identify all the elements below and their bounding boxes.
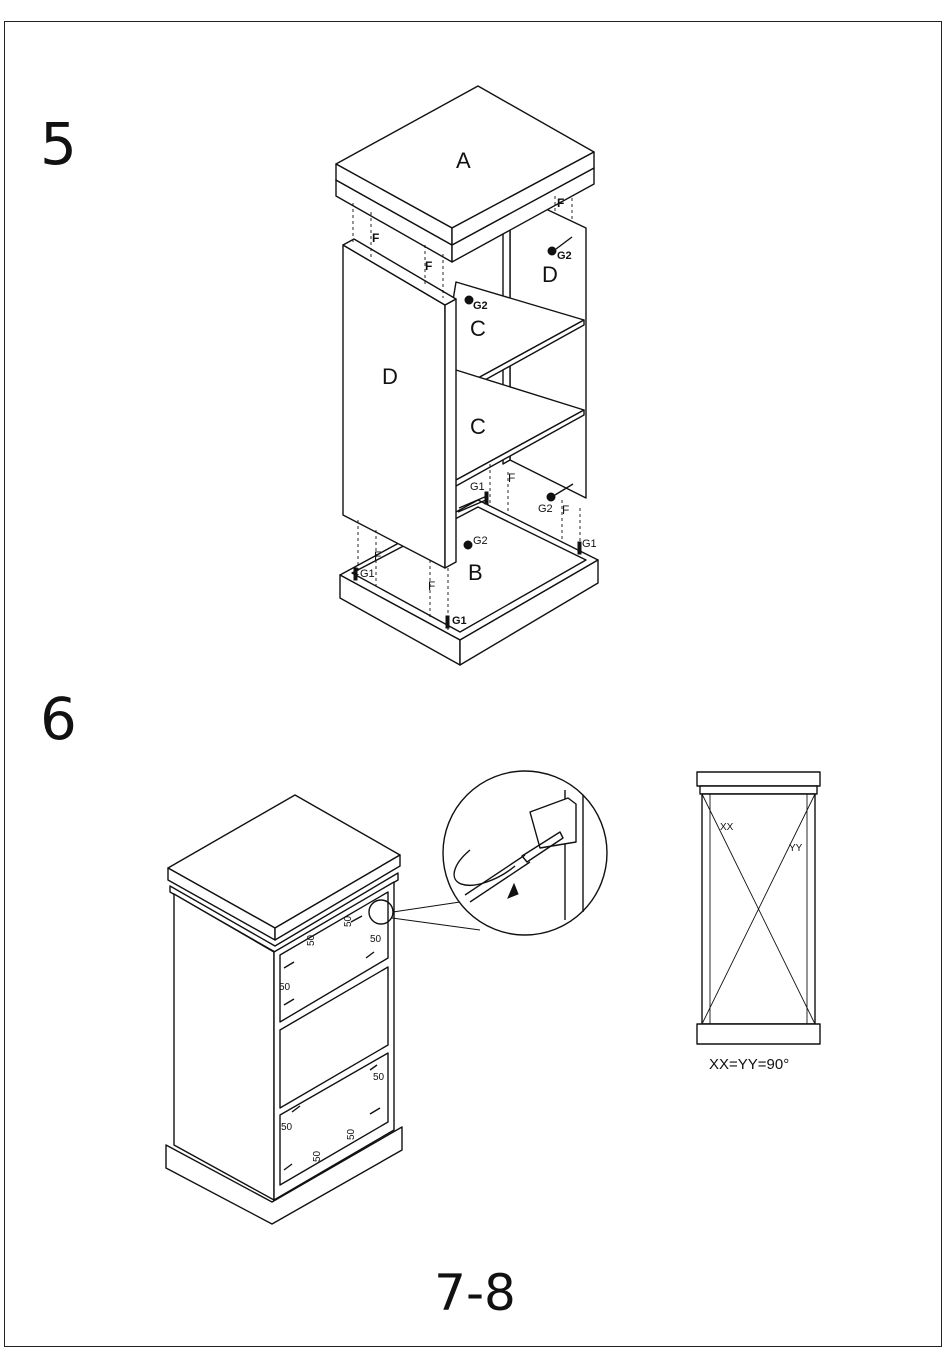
label-dowel-f-4: F bbox=[508, 471, 515, 485]
label-dowel-f-1: F bbox=[372, 231, 379, 245]
label-dowel-f-2: F bbox=[425, 259, 432, 273]
label-cam-g2-4: G2 bbox=[473, 535, 488, 547]
label-panel-d-left: D bbox=[382, 364, 398, 389]
screw-size-2: 50 bbox=[306, 934, 317, 946]
label-cam-g2-3: G2 bbox=[538, 503, 553, 515]
side-panel-d-left bbox=[343, 239, 456, 568]
label-bolt-g1-2: G1 bbox=[582, 538, 597, 550]
label-bolt-g1-1: G1 bbox=[470, 481, 485, 493]
diag-label-yy: YY bbox=[789, 843, 803, 854]
screw-size-7: 50 bbox=[346, 1128, 357, 1140]
label-panel-c-lower: C bbox=[470, 414, 486, 439]
label-cam-g2-1: G2 bbox=[473, 300, 488, 312]
screw-size-3: 50 bbox=[370, 934, 382, 945]
square-check-diagram: XX YY XX=YY=90° bbox=[697, 772, 820, 1073]
step5-exploded-view: A D D C C B F F F F F F F G2 G2 G2 G2 G1… bbox=[336, 86, 598, 665]
label-dowel-f-6: F bbox=[428, 579, 435, 593]
screw-size-6: 50 bbox=[281, 1122, 293, 1133]
screw-size-1: 50 bbox=[343, 915, 354, 927]
label-panel-a: A bbox=[456, 148, 471, 173]
screw-size-4: 50 bbox=[279, 982, 291, 993]
label-dowel-f-5: F bbox=[562, 503, 569, 517]
step6-assembled-view: 50 50 50 50 50 50 50 50 bbox=[166, 771, 820, 1224]
label-dowel-f-7: F bbox=[374, 549, 381, 563]
screw-size-5: 50 bbox=[373, 1072, 385, 1083]
label-panel-c-upper: C bbox=[470, 316, 486, 341]
label-panel-d-right: D bbox=[542, 262, 558, 287]
label-cam-g2-2: G2 bbox=[557, 250, 572, 262]
square-formula: XX=YY=90° bbox=[709, 1056, 789, 1073]
screw-size-8: 50 bbox=[312, 1150, 323, 1162]
label-bolt-g1-3: G1 bbox=[452, 615, 467, 627]
label-dowel-f-3: F bbox=[557, 196, 564, 210]
diag-label-xx: XX bbox=[720, 822, 734, 833]
label-panel-b: B bbox=[468, 560, 483, 585]
detail-magnifier bbox=[443, 771, 607, 935]
label-bolt-g1-4: G1 bbox=[360, 568, 375, 580]
